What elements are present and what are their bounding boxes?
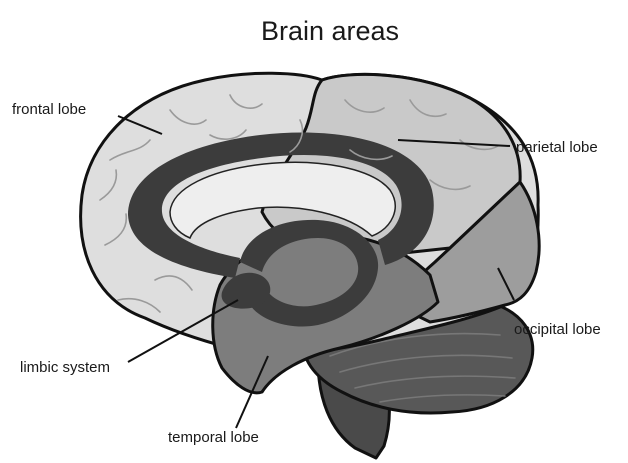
frontal-lobe-label: frontal lobe xyxy=(12,101,86,118)
temporal-lobe-label: temporal lobe xyxy=(168,429,259,446)
parietal-lobe-label: parietal lobe xyxy=(516,139,598,156)
diagram-title: Brain areas xyxy=(261,16,399,46)
occipital-lobe-label: occipital lobe xyxy=(514,321,601,338)
limbic-system-label: limbic system xyxy=(20,359,110,376)
